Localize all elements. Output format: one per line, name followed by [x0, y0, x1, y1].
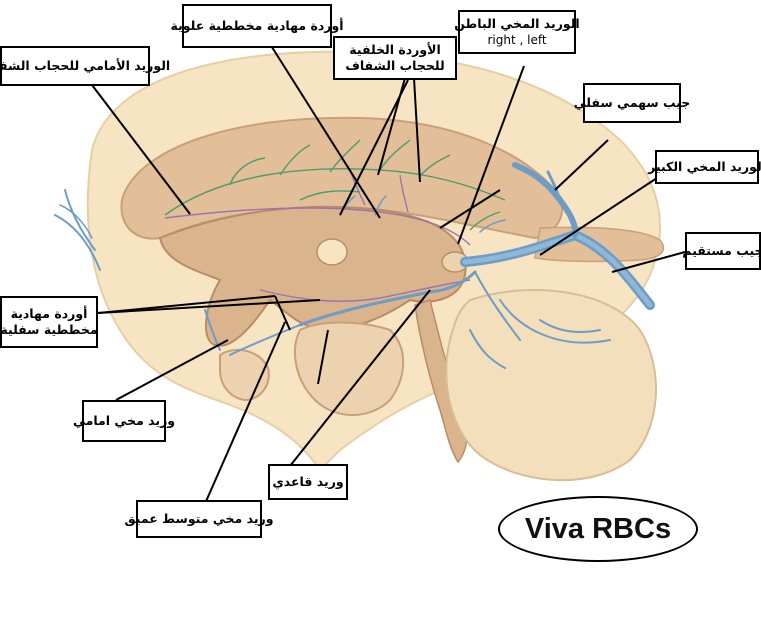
viva-rbcs-logo: Viva RBCs	[498, 496, 698, 562]
label-internal-cerebral-vein: الوريد المخي الباطن right , left	[454, 10, 580, 54]
label-posterior-septal-veins: الأوردة الخلفية للحجاب الشفاف	[333, 36, 457, 80]
label-subtext: right , left	[487, 33, 547, 47]
label-text: وريد مخي امامي	[72, 413, 176, 428]
label-basal-vein: وريد قاعدي	[268, 464, 348, 500]
label-text: أوردة مهادية مخططية علوية	[170, 18, 344, 33]
cerebellum	[445, 289, 657, 482]
label-text: الوريد المخي الكبير	[648, 159, 761, 174]
label-inferior-thalamostriate-veins: أوردة مهادية مخططية سفلية	[0, 296, 98, 348]
pointer-lines	[91, 43, 686, 516]
logo-text: Viva RBCs	[524, 512, 672, 545]
label-text-line1: الأوردة الخلفية	[349, 42, 441, 57]
label-text: جيب سهمي سفلي	[573, 95, 691, 110]
label-text-line1: أوردة مهادية	[10, 306, 88, 321]
ventricle-opening	[316, 238, 348, 266]
brainstem	[294, 321, 405, 416]
label-text: وريد قاعدي	[272, 474, 344, 489]
label-anterior-septal-vein: الوريد الأمامي للحجاب الشفاف	[0, 46, 170, 86]
label-great-cerebral-vein: الوريد المخي الكبير	[648, 150, 761, 184]
deep-veins	[54, 162, 655, 369]
label-inferior-sagittal-sinus: جيب سهمي سفلي	[574, 83, 690, 123]
label-deep-middle-cerebral-vein: وريد مخي متوسط عميق	[125, 500, 273, 538]
label-text: جيب مستقيم	[682, 243, 761, 258]
label-anterior-cerebral-vein: وريد مخي امامي	[73, 400, 175, 442]
label-text-line2: للحجاب الشفاف	[345, 58, 445, 73]
label-text: الوريد الأمامي للحجاب الشفاف	[0, 58, 171, 73]
label-straight-sinus: جيب مستقيم	[682, 232, 761, 270]
septal-veins	[164, 139, 506, 231]
label-superior-thalamostriate-veins: أوردة مهادية مخططية علوية	[170, 4, 344, 48]
label-text: وريد مخي متوسط عميق	[124, 511, 274, 526]
label-text: الوريد المخي الباطن	[454, 16, 580, 31]
label-text-line2: مخططية سفلية	[0, 322, 98, 337]
